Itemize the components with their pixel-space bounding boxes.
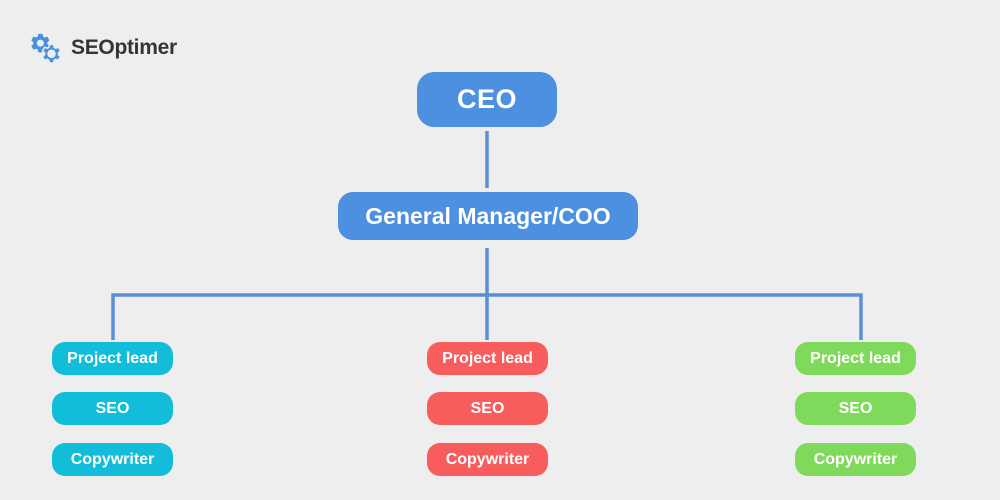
role-box-project-lead: Project lead [427,342,548,375]
brand-name: SEOptimer [71,36,177,59]
org-node-ceo: CEO [417,72,557,127]
role-box-copywriter: Copywriter [795,443,916,476]
role-box-seo: SEO [427,392,548,425]
role-box-copywriter: Copywriter [52,443,173,476]
team-column-3: Project lead SEO Copywriter [795,342,916,477]
role-box-project-lead: Project lead [52,342,173,375]
org-node-general-manager: General Manager/COO [338,192,638,240]
connector-branch [111,293,863,340]
role-box-seo: SEO [52,392,173,425]
seoptimer-logo: SEOptimer [28,30,177,66]
role-box-copywriter: Copywriter [427,443,548,476]
team-column-2: Project lead SEO Copywriter [427,342,548,477]
team-column-1: Project lead SEO Copywriter [52,342,173,477]
role-box-seo: SEO [795,392,916,425]
interlocking-gears-icon [31,33,62,64]
role-box-project-lead: Project lead [795,342,916,375]
